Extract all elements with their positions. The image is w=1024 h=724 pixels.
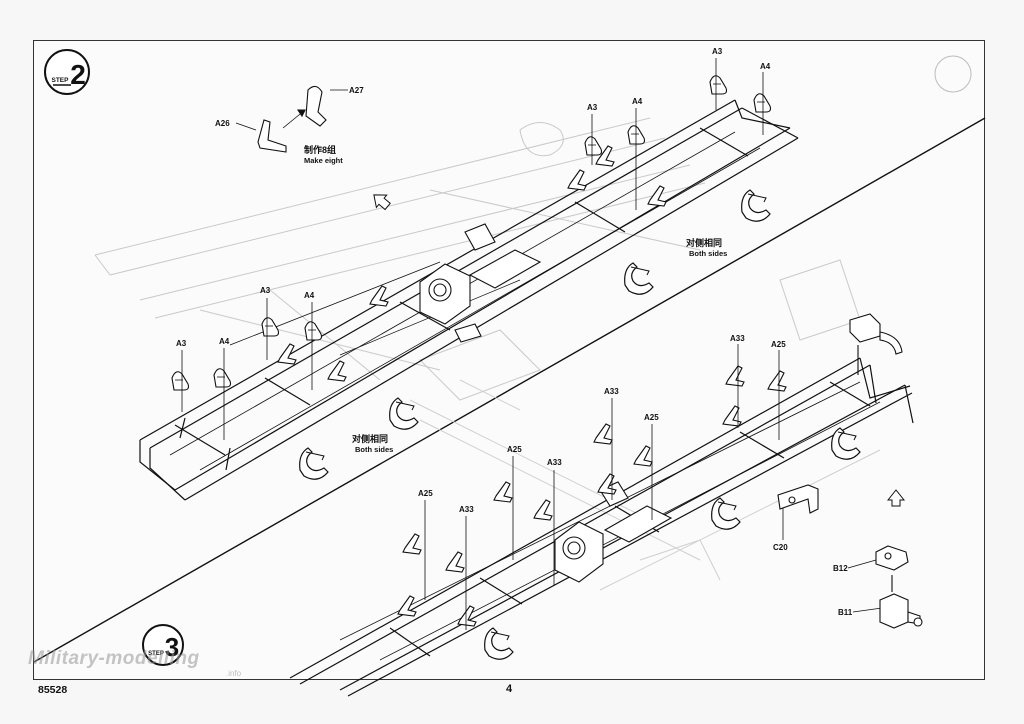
both-sides-note-en-1: Both sides bbox=[689, 249, 728, 258]
ghost-frame-step2 bbox=[94, 117, 861, 401]
a26-a27-subassembly bbox=[235, 85, 348, 153]
b11-b12-parts bbox=[875, 545, 923, 629]
label-a33-1: A33 bbox=[730, 334, 745, 343]
step-3-number: 3 bbox=[165, 632, 179, 662]
watermark-sub: .info bbox=[226, 669, 242, 678]
page-frame bbox=[33, 40, 985, 680]
label-a26: A26 bbox=[215, 119, 230, 128]
label-a33-3: A33 bbox=[547, 458, 562, 467]
label-a4-2: A4 bbox=[632, 97, 643, 106]
both-sides-note-zh-2: 对侧相同 bbox=[352, 434, 389, 444]
label-a4-4: A4 bbox=[219, 337, 230, 346]
label-a33-4: A33 bbox=[459, 505, 474, 514]
step-3-badge: 3 STEP bbox=[142, 624, 184, 666]
watermark: Military-modelling bbox=[28, 648, 200, 669]
page-number: 4 bbox=[506, 683, 513, 695]
label-c20: C20 bbox=[773, 543, 788, 552]
transfer-case-step2 bbox=[419, 223, 542, 343]
chassis-frame-step3 bbox=[289, 357, 914, 697]
label-b12: B12 bbox=[833, 564, 848, 573]
label-a25-4: A25 bbox=[418, 489, 433, 498]
label-a4-1: A4 bbox=[760, 62, 771, 71]
ghost-frame-step3 bbox=[409, 379, 881, 591]
label-a3-1: A3 bbox=[712, 47, 723, 56]
label-a33-2: A33 bbox=[604, 387, 619, 396]
label-a25-3: A25 bbox=[507, 445, 522, 454]
label-a25-2: A25 bbox=[644, 413, 659, 422]
step2-leader-lines bbox=[181, 58, 764, 440]
step-2-badge: 2 STEP bbox=[44, 49, 90, 95]
catalog-number: 85528 bbox=[38, 684, 68, 696]
step3-a25-a33-brackets bbox=[397, 365, 787, 627]
step-divider bbox=[33, 117, 986, 663]
label-a25-1: A25 bbox=[771, 340, 786, 349]
label-a4-3: A4 bbox=[304, 291, 315, 300]
make-eight-note-en: Make eight bbox=[304, 156, 343, 165]
label-b11: B11 bbox=[838, 608, 853, 617]
both-sides-note-en-2: Both sides bbox=[355, 445, 394, 454]
faint-logo-icon bbox=[934, 55, 972, 93]
step-2-label: STEP bbox=[52, 77, 70, 84]
label-a3-2: A3 bbox=[587, 103, 598, 112]
label-a3-4: A3 bbox=[176, 339, 187, 348]
step3-leader-lines bbox=[424, 344, 883, 630]
step-2-number: 2 bbox=[70, 59, 86, 90]
view-direction-arrow-icon bbox=[373, 194, 906, 507]
label-a27: A27 bbox=[349, 86, 364, 95]
step-3-label: STEP bbox=[148, 651, 164, 657]
c20-part bbox=[777, 484, 819, 514]
label-a3-3: A3 bbox=[260, 286, 271, 295]
both-sides-note-zh-1: 对侧相同 bbox=[686, 238, 723, 248]
make-eight-note-zh: 制作8组 bbox=[304, 145, 337, 155]
pipe-assembly bbox=[849, 313, 903, 375]
